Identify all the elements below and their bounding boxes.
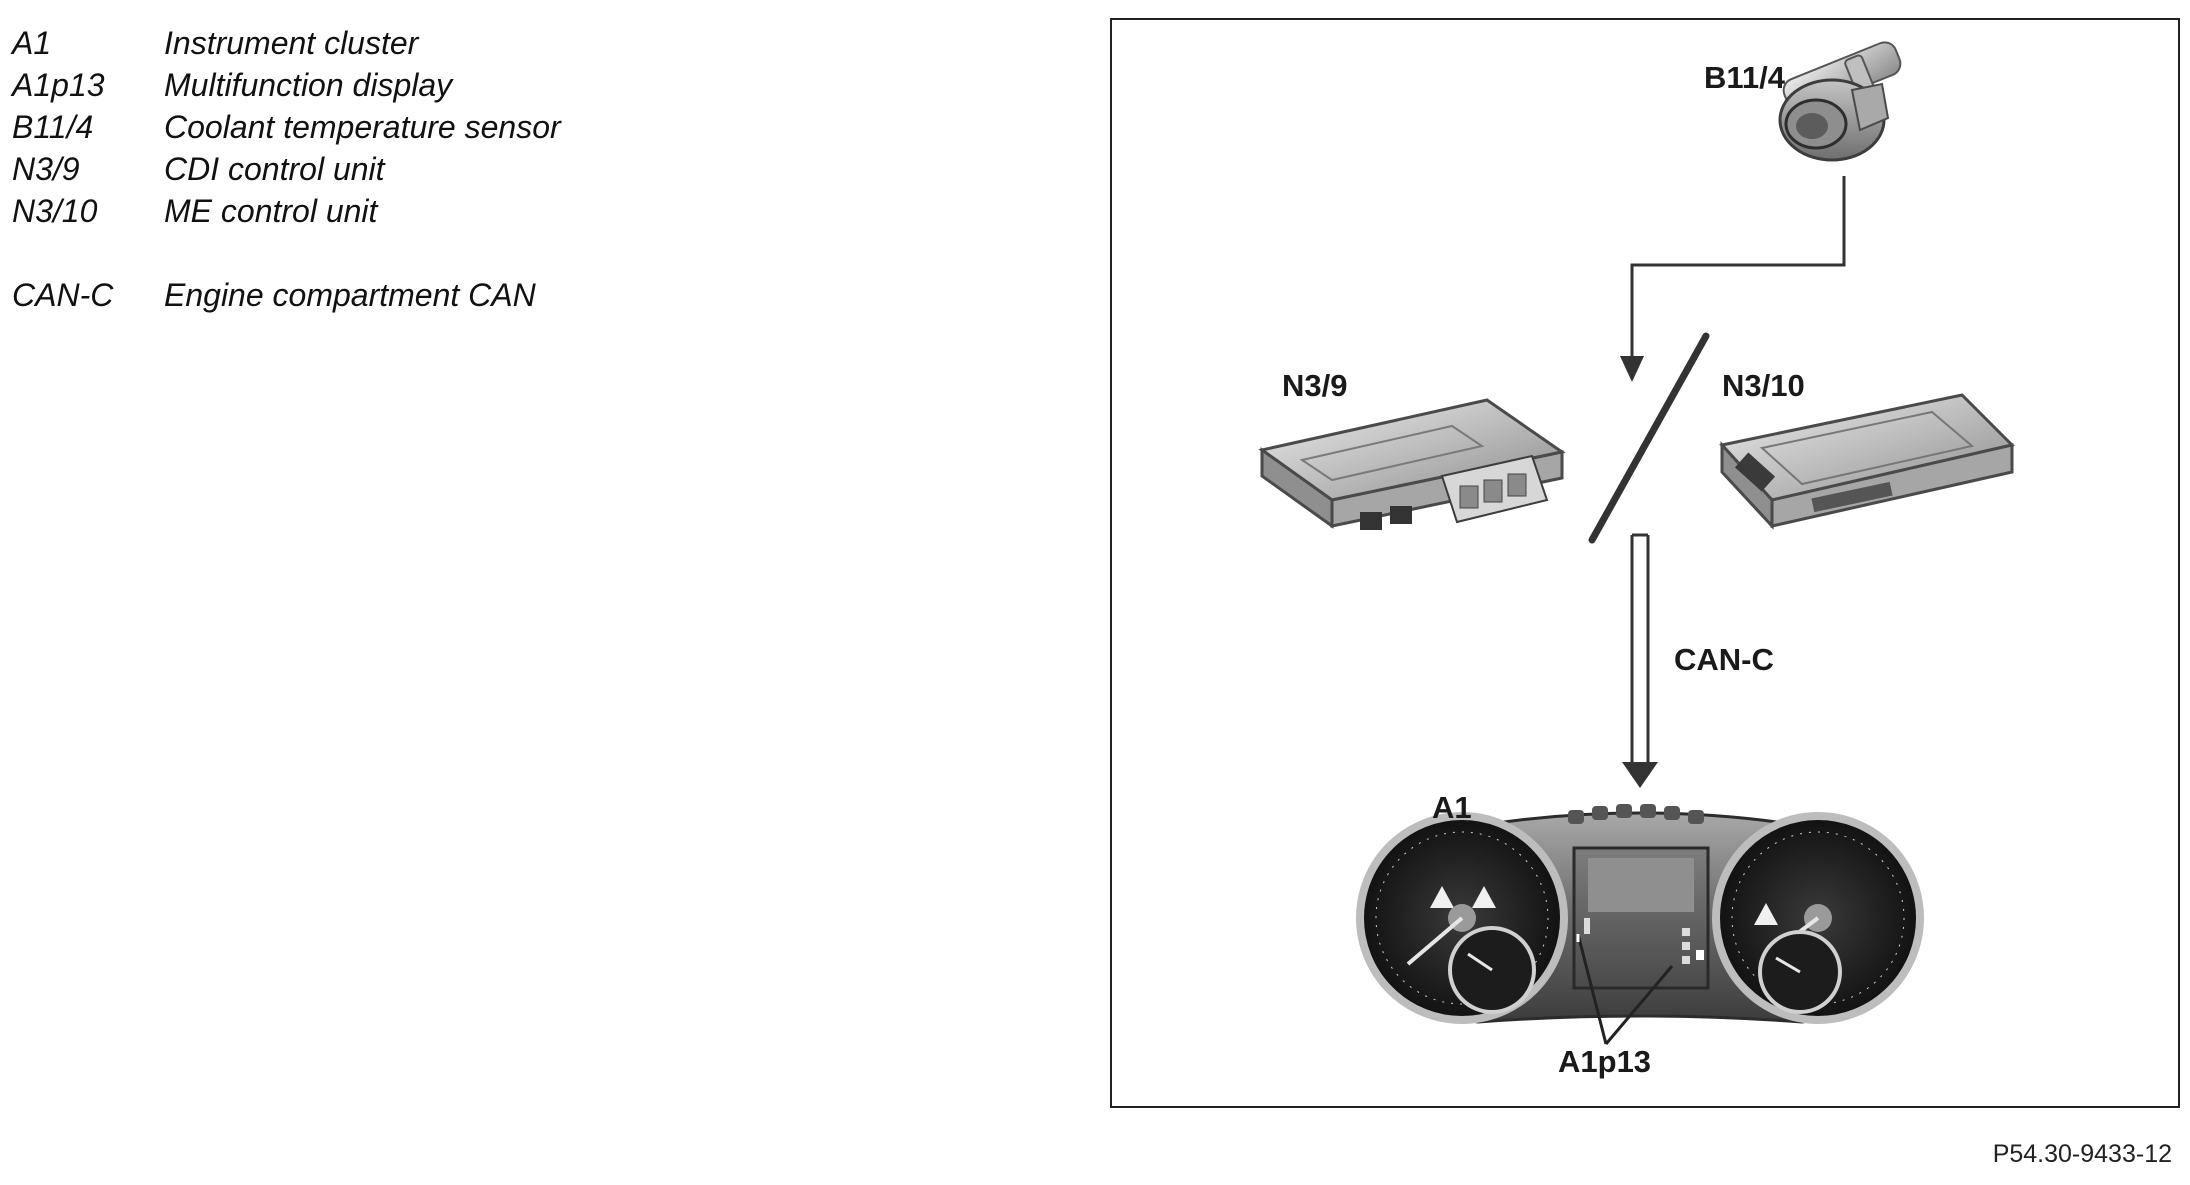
display-leader-right [1604, 965, 1674, 1045]
legend-description: Instrument cluster [164, 25, 419, 61]
legend-row-n3-9: N3/9 CDI control unit [12, 148, 712, 190]
legend-description: Multifunction display [164, 67, 453, 103]
legend-code: A1 [12, 25, 52, 61]
legend-row-n3-10: N3/10 ME control unit [12, 190, 712, 232]
cdi-unit-label: N3/9 [1282, 368, 1348, 403]
legend-code: N3/10 [12, 193, 98, 229]
me-control-unit-illustration [1719, 393, 2015, 530]
sensor-signal-arrowhead [1620, 356, 1644, 382]
display-label: A1p13 [1558, 1044, 1652, 1079]
legend-row-a1: A1 Instrument cluster [12, 22, 712, 64]
can-bus-arrowhead [1622, 762, 1658, 788]
legend-row-can-c: CAN-C Engine compartment CAN [12, 274, 712, 316]
coolant-sensor-illustration [1778, 41, 1902, 162]
figure-id: P54.30-9433-12 [1992, 1140, 2172, 1168]
legend-description: Coolant temperature sensor [164, 109, 561, 145]
legend-description: CDI control unit [164, 151, 385, 187]
sensor-label: B11/4 [1704, 60, 1786, 95]
legend-code: CAN-C [12, 277, 114, 313]
instrument-cluster-illustration [1356, 804, 1924, 1024]
can-bus-label: CAN-C [1674, 642, 1774, 677]
legend-code: A1p13 [12, 67, 105, 103]
me-unit-label: N3/10 [1722, 368, 1805, 403]
sensor-signal-line [1630, 176, 1846, 368]
cdi-control-unit-illustration [1258, 398, 1566, 530]
legend-code: B11/4 [12, 109, 94, 145]
legend-description: ME control unit [164, 193, 378, 229]
legend-description: Engine compartment CAN [164, 277, 536, 313]
legend: A1 Instrument cluster A1p13 Multifunctio… [12, 22, 712, 316]
display-leader-left [1576, 933, 1608, 1045]
cluster-label: A1 [1432, 790, 1472, 825]
alternative-separator [1588, 332, 1710, 544]
legend-code: N3/9 [12, 151, 80, 187]
diagram-canvas [1258, 41, 2015, 1045]
diagram-frame: B11/4 N3/9 N3/10 CAN-C A1 A1p13 [1110, 18, 2180, 1108]
legend-row-a1p13: A1p13 Multifunction display [12, 64, 712, 106]
legend-row-b11-4: B11/4 Coolant temperature sensor [12, 106, 712, 148]
